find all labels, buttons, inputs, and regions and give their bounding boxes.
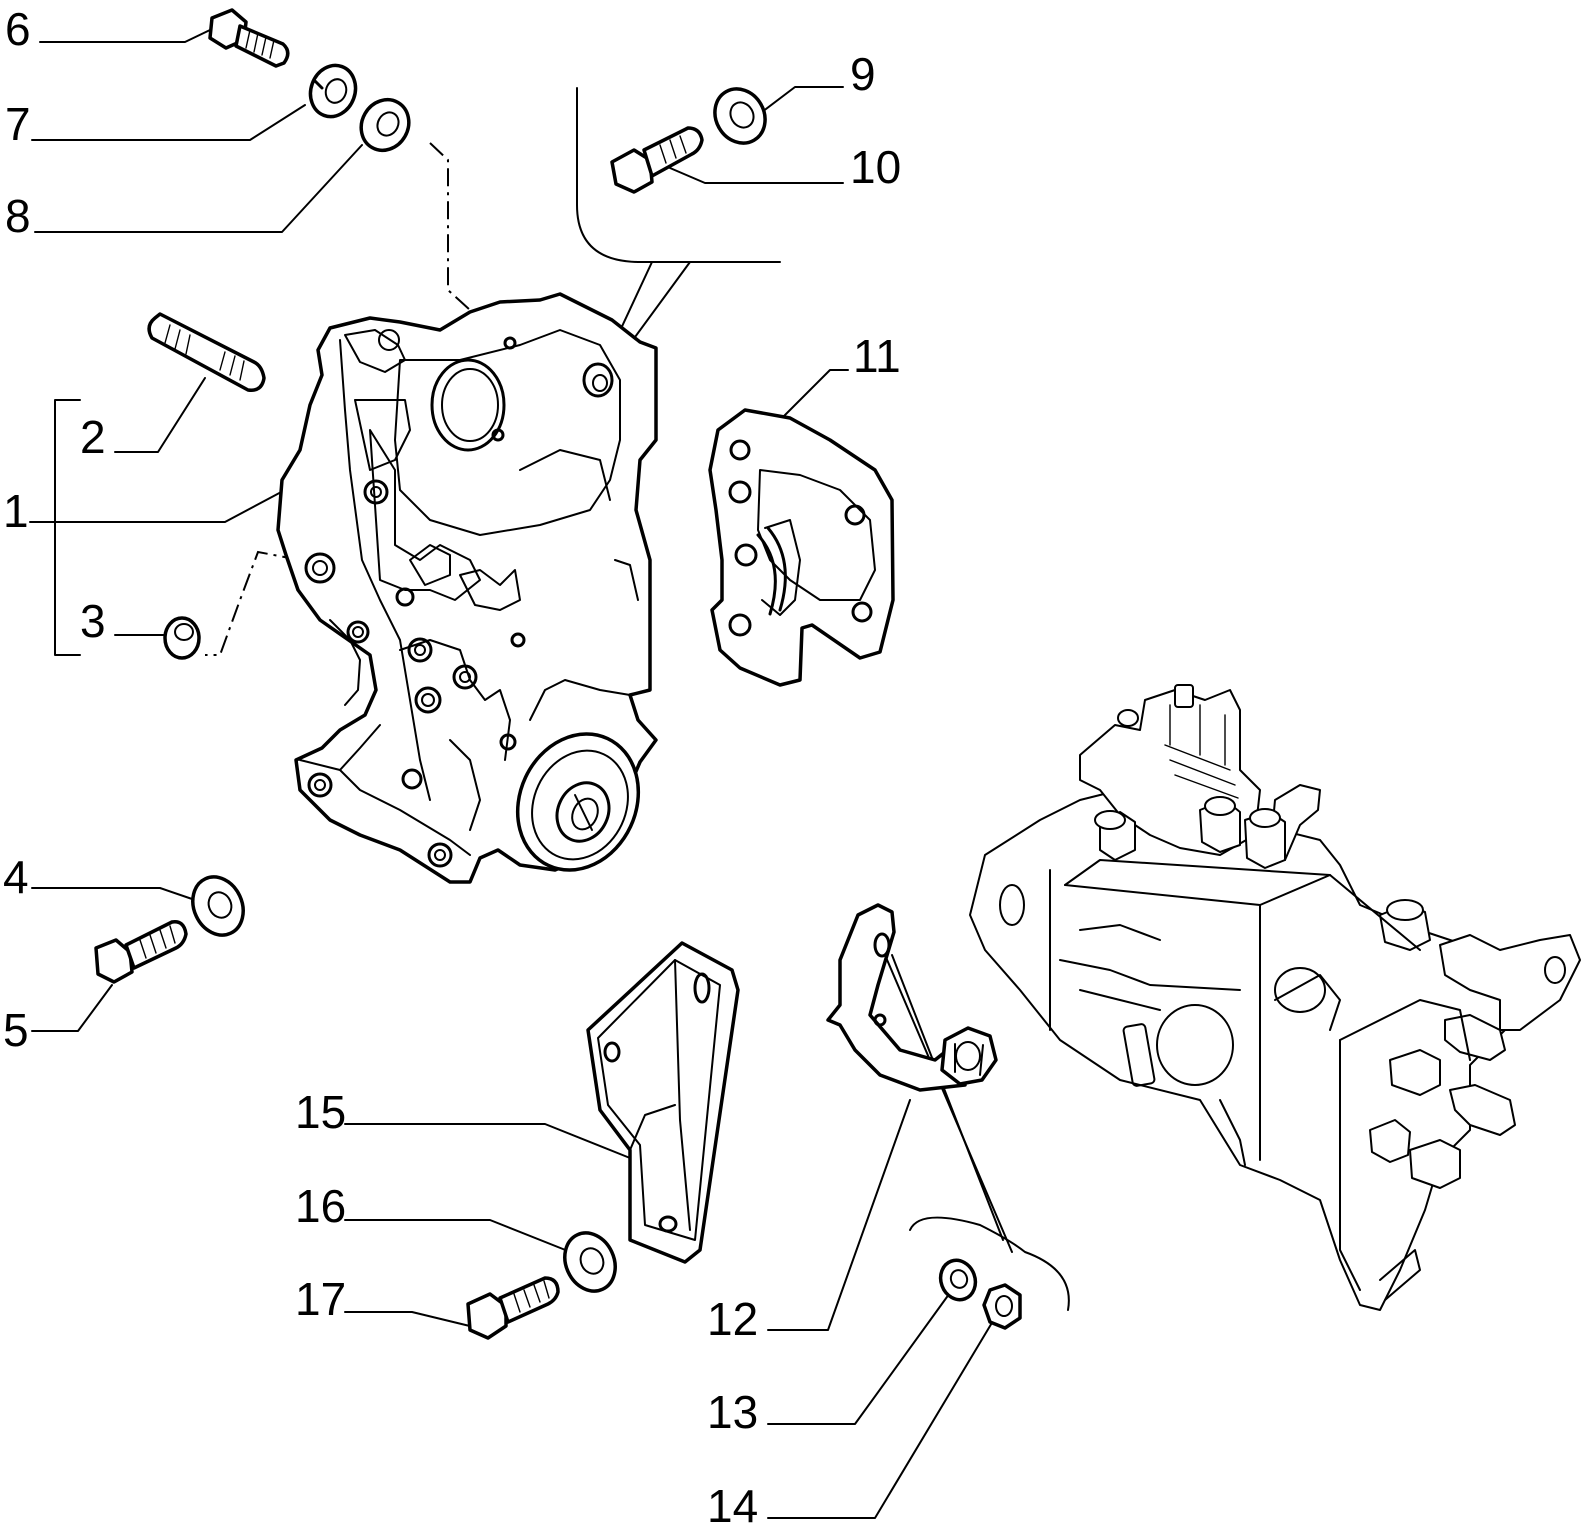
washer-16 xyxy=(563,1231,617,1293)
callout-17: 17 xyxy=(295,1273,346,1325)
callout-8: 8 xyxy=(5,190,31,242)
leader-lines xyxy=(29,29,1070,1519)
bolt-17 xyxy=(466,1276,560,1340)
split-washer-7 xyxy=(308,63,358,119)
callout-5: 5 xyxy=(3,1004,29,1056)
callout-16: 16 xyxy=(295,1180,346,1232)
callout-10: 10 xyxy=(850,141,901,193)
callout-13: 13 xyxy=(707,1386,758,1438)
callout-7: 7 xyxy=(5,98,31,150)
washer-9 xyxy=(713,87,767,145)
callout-6: 6 xyxy=(5,3,31,55)
housing-1 xyxy=(276,292,658,884)
callout-2: 2 xyxy=(80,411,106,463)
washer-4 xyxy=(191,875,245,937)
callout-9: 9 xyxy=(850,48,876,100)
callout-14: 14 xyxy=(707,1480,758,1532)
callout-15: 15 xyxy=(295,1086,346,1138)
callout-3: 3 xyxy=(80,595,106,647)
callout-1: 1 xyxy=(3,485,29,537)
plug-3 xyxy=(163,616,201,660)
callout-11: 11 xyxy=(853,330,901,382)
bracket-15 xyxy=(586,941,740,1264)
bolt-6 xyxy=(208,8,290,68)
assembly-axis-lines xyxy=(205,142,471,656)
washer-13 xyxy=(938,1258,978,1302)
bolt-5 xyxy=(94,920,188,984)
bolt-10 xyxy=(610,126,704,194)
nut-14 xyxy=(982,1283,1022,1330)
arc-bracket-12 xyxy=(826,903,998,1092)
pump-fittings xyxy=(1369,1014,1516,1189)
callout-4: 4 xyxy=(3,851,29,903)
stud-2 xyxy=(147,312,266,392)
gasket-11 xyxy=(708,408,895,687)
callout-12: 12 xyxy=(707,1293,758,1345)
washer-8 xyxy=(359,97,411,153)
callout-labels: 6 7 8 2 1 3 4 5 9 10 11 15 16 17 12 13 1… xyxy=(3,3,901,1532)
delivery-valves xyxy=(1094,796,1431,951)
injection-pump xyxy=(969,684,1581,1311)
